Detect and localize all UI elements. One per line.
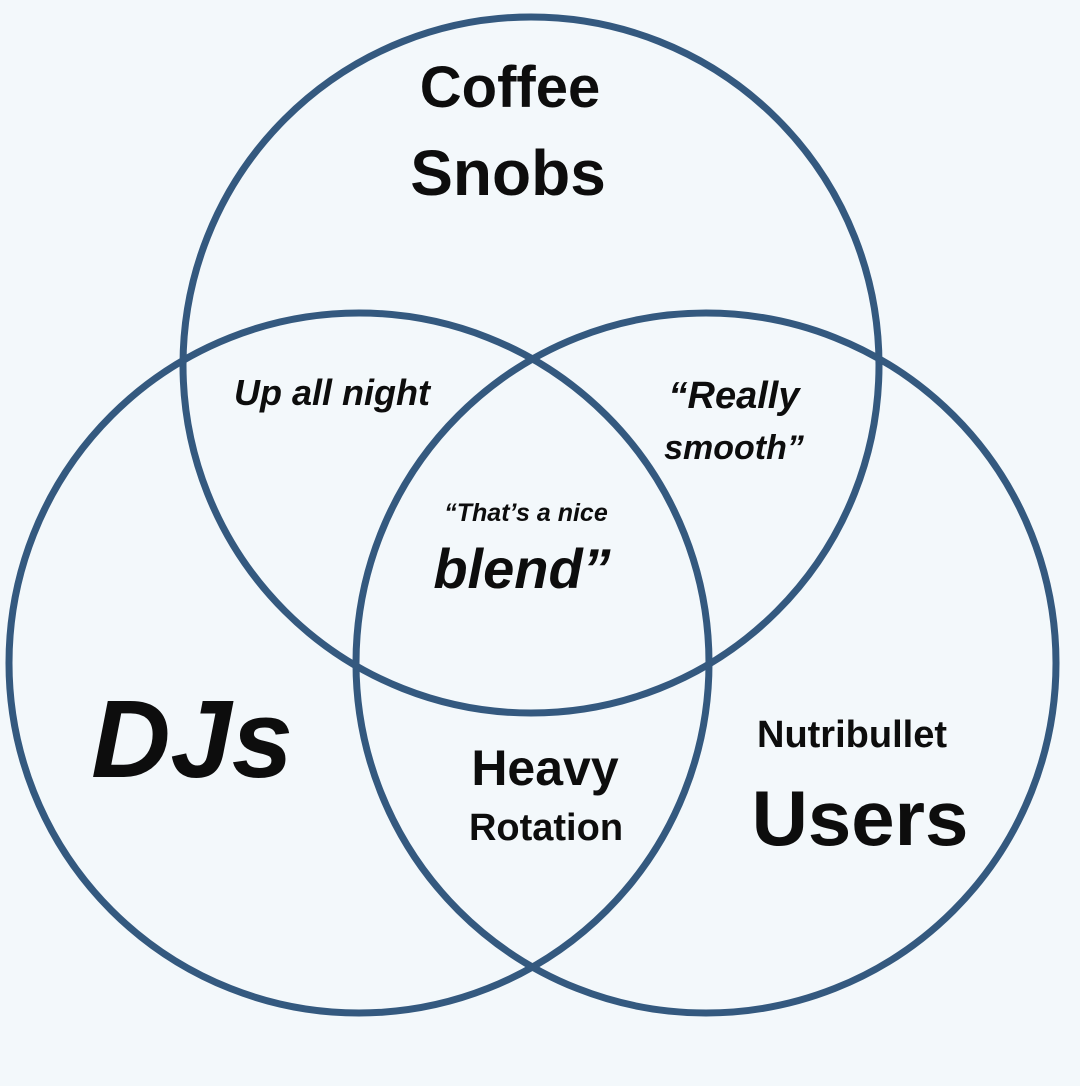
label-really-smooth-line2: smooth” xyxy=(664,429,804,467)
label-nutribullet-users-line2: Users xyxy=(752,774,969,862)
label-nice-blend-line2: blend” xyxy=(433,537,610,600)
label-heavy-rotation-line1: Heavy xyxy=(471,740,619,796)
label-up-all-night: Up all night xyxy=(234,372,432,413)
circle-coffee-snobs xyxy=(179,13,883,717)
label-nice-blend-line1: “That’s a nice xyxy=(444,499,608,527)
label-coffee-snobs-line2: Snobs xyxy=(410,137,606,209)
label-coffee-snobs-line1: Coffee xyxy=(420,55,600,120)
circle-nutribullet-users xyxy=(352,309,1060,1017)
label-really-smooth-line1: “Really xyxy=(669,375,802,417)
label-djs: DJs xyxy=(91,678,293,801)
circle-djs xyxy=(5,309,713,1017)
label-nutribullet-users-line1: Nutribullet xyxy=(757,714,947,756)
label-heavy-rotation-line2: Rotation xyxy=(469,807,623,849)
